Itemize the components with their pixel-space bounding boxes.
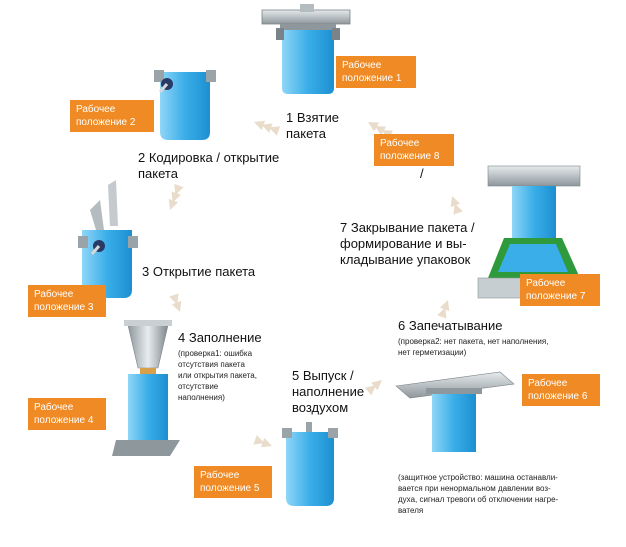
station-2-illustration	[154, 70, 216, 140]
protection-device-note: (защитное устройство: машина останавли- …	[398, 473, 559, 515]
station-1-illustration	[261, 4, 351, 94]
check-2-note: (проверка2: нет пакета, нет наполнения, …	[398, 337, 549, 357]
check-1-note: (проверка1: ошибка отсутствия пакета или…	[178, 349, 257, 402]
position-3-badge: Рабочее положение 3	[28, 285, 106, 317]
position-8-badge: Рабочее положение 8	[374, 134, 454, 166]
position-5-badge: Рабочее положение 5	[194, 466, 272, 498]
step-5-label: 5 Выпуск / наполнение воздухом	[292, 368, 365, 415]
step-6-label: 6 Запечатывание	[398, 318, 503, 333]
position-6-badge: Рабочее положение 6	[522, 374, 600, 406]
position-4-badge: Рабочее положение 4	[28, 398, 106, 430]
step-8-label: /	[420, 166, 424, 181]
station-6-illustration	[395, 371, 515, 452]
step-2-label: 2 Кодировка / открытие пакета	[138, 150, 280, 181]
position-2-badge: Рабочее положение 2	[70, 100, 154, 132]
step-7-label: 7 Закрывание пакета / формирование и вы-…	[340, 220, 475, 267]
station-5-illustration	[282, 422, 338, 506]
arrow-1-to-2	[254, 120, 281, 136]
position-1-badge: Рабочее положение 1	[336, 56, 416, 88]
arrow-4-to-5	[253, 435, 272, 448]
station-4-illustration	[112, 320, 180, 456]
step-4-label: 4 Заполнение	[178, 330, 262, 345]
arrow-6-to-7	[437, 300, 450, 319]
arrow-5-to-6	[364, 380, 382, 396]
step-1-label: 1 Взятие пакета	[286, 110, 339, 141]
arrow-3-to-4	[169, 293, 182, 312]
arrow-2-to-3	[168, 183, 184, 210]
step-3-label: 3 Открытие пакета	[142, 264, 256, 279]
station-3-illustration	[78, 180, 138, 298]
arrow-7-to-8	[450, 196, 463, 215]
position-7-badge: Рабочее положение 7	[520, 274, 600, 306]
